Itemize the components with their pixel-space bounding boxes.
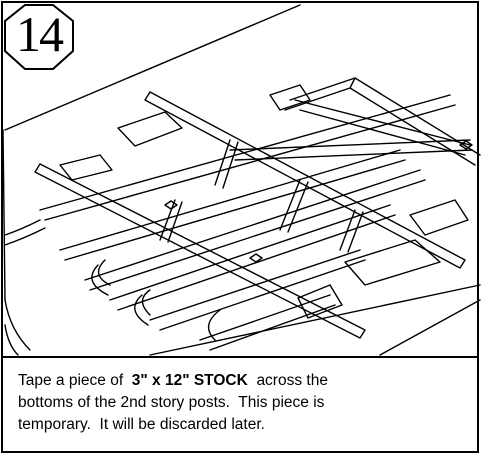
instruction-text: Tape a piece of 3" x 12" STOCK across th… — [18, 370, 468, 436]
assembly-illustration — [2, 4, 481, 356]
instruction-line-2: bottoms of the 2nd story posts. This pie… — [18, 394, 325, 411]
step-number: 14 — [16, 6, 64, 62]
post — [59, 149, 406, 261]
tape-strip — [297, 284, 343, 319]
page-border — [1, 1, 479, 453]
joint — [164, 200, 178, 210]
frame-beam — [294, 99, 471, 156]
post-curve — [4, 299, 31, 356]
tape-strip — [344, 239, 441, 286]
stock-piece — [144, 91, 466, 269]
instruction-line-1: Tape a piece of 3" x 12" STOCK across th… — [18, 370, 468, 392]
cross-piece — [214, 139, 239, 189]
cross-piece — [279, 179, 309, 233]
post-curve — [91, 259, 111, 296]
stock-size-label: 3" x 12" STOCK — [131, 372, 248, 389]
baseboard-edge — [379, 299, 481, 356]
cross-piece — [339, 209, 364, 253]
post-curve — [207, 309, 221, 341]
post — [84, 169, 426, 291]
joint — [249, 253, 263, 263]
instruction-tail: across the — [247, 372, 328, 389]
instruction-line-3: temporary. It will be discarded later. — [18, 416, 265, 433]
caption-divider — [3, 356, 477, 358]
frame-brace — [284, 77, 356, 111]
tape-strip — [409, 199, 469, 236]
stock-piece — [34, 163, 366, 339]
instruction-lead: Tape a piece of — [18, 372, 132, 389]
tape-strip — [59, 154, 113, 181]
baseboard-outline — [2, 4, 481, 356]
post-curve — [4, 219, 46, 246]
joint — [459, 140, 473, 150]
tape-strip — [117, 111, 183, 147]
post-curve — [134, 289, 151, 326]
cross-piece — [159, 199, 183, 243]
tape-strip — [269, 84, 311, 111]
step-number-badge-icon — [4, 4, 74, 70]
post — [199, 294, 336, 351]
